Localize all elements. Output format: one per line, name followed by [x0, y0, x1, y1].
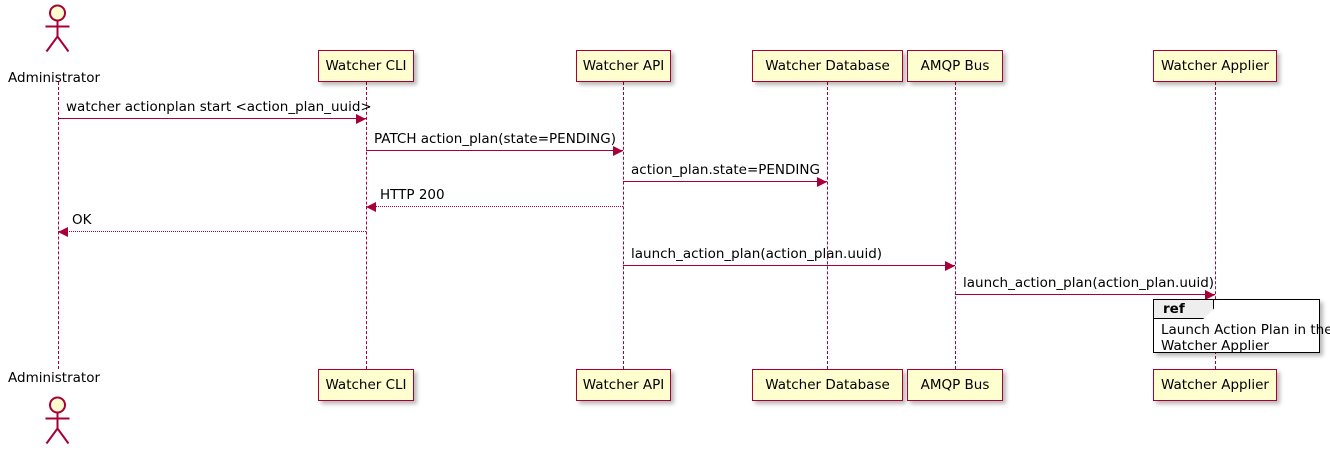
lifeline-amqp-bus: [955, 82, 956, 369]
ref-fragment-line-1: Launch Action Plan in the: [1161, 322, 1330, 338]
message-6-launch-action-plan-action-plan-uui-label: launch_action_plan(action_plan.uuid): [631, 246, 883, 262]
lifeline-watcher-cli: [366, 82, 367, 369]
message-5-ok-line: [58, 231, 366, 232]
message-5-ok-arrowhead: [58, 226, 68, 237]
actor-label-administrator-top: Administrator: [8, 70, 101, 86]
lifeline-watcher-api: [623, 82, 624, 369]
message-2-patch-action-plan-state-pending-line: [366, 150, 623, 151]
lifeline-watcher-database: [827, 82, 828, 369]
participant-watcher-cli-bottom[interactable]: Watcher CLI: [318, 369, 414, 401]
message-4-http-200-line: [366, 206, 623, 207]
participant-watcher-cli-top[interactable]: Watcher CLI: [318, 50, 414, 82]
lifeline-watcher-applier: [1215, 82, 1216, 369]
message-5-ok-label: OK: [72, 212, 92, 228]
ref-fragment-tab: ref: [1154, 300, 1214, 319]
participant-watcher-applier-bottom[interactable]: Watcher Applier: [1153, 369, 1277, 401]
message-6-launch-action-plan-action-plan-uui-arrowhead: [945, 260, 955, 271]
message-1-watcher-actionplan-start-action-pl-arrowhead: [356, 113, 366, 124]
message-7-launch-action-plan-action-plan-uui-arrowhead: [1205, 289, 1215, 300]
message-1-watcher-actionplan-start-action-pl-label: watcher actionplan start <action_plan_uu…: [66, 99, 372, 115]
message-2-patch-action-plan-state-pending-label: PATCH action_plan(state=PENDING): [374, 131, 616, 147]
participant-watcher-api-top[interactable]: Watcher API: [576, 50, 671, 82]
participant-watcher-database-bottom[interactable]: Watcher Database: [752, 369, 903, 401]
message-4-http-200-arrowhead: [366, 201, 376, 212]
message-6-launch-action-plan-action-plan-uui-line: [623, 265, 955, 266]
message-2-patch-action-plan-state-pending-arrowhead: [613, 145, 623, 156]
participant-amqp-bus-bottom[interactable]: AMQP Bus: [907, 369, 1003, 401]
actor-figure-administrator-bottom: [36, 394, 80, 446]
ref-fragment-line-2: Watcher Applier: [1161, 338, 1269, 354]
participant-watcher-applier-top[interactable]: Watcher Applier: [1153, 50, 1277, 82]
actor-label-administrator-bottom: Administrator: [8, 370, 101, 386]
participant-amqp-bus-top[interactable]: AMQP Bus: [907, 50, 1003, 82]
message-3-action-plan-state-pending-label: action_plan.state=PENDING: [631, 162, 820, 178]
message-1-watcher-actionplan-start-action-pl-line: [58, 118, 366, 119]
message-3-action-plan-state-pending-arrowhead: [817, 176, 827, 187]
message-4-http-200-label: HTTP 200: [380, 187, 445, 203]
message-3-action-plan-state-pending-line: [623, 181, 827, 182]
message-7-launch-action-plan-action-plan-uui-label: launch_action_plan(action_plan.uuid): [963, 275, 1215, 291]
message-7-launch-action-plan-action-plan-uui-line: [955, 294, 1215, 295]
actor-figure-administrator-top: [36, 2, 80, 54]
participant-watcher-database-top[interactable]: Watcher Database: [752, 50, 903, 82]
participant-watcher-api-bottom[interactable]: Watcher API: [576, 369, 671, 401]
lifeline-administrator: [58, 82, 59, 369]
